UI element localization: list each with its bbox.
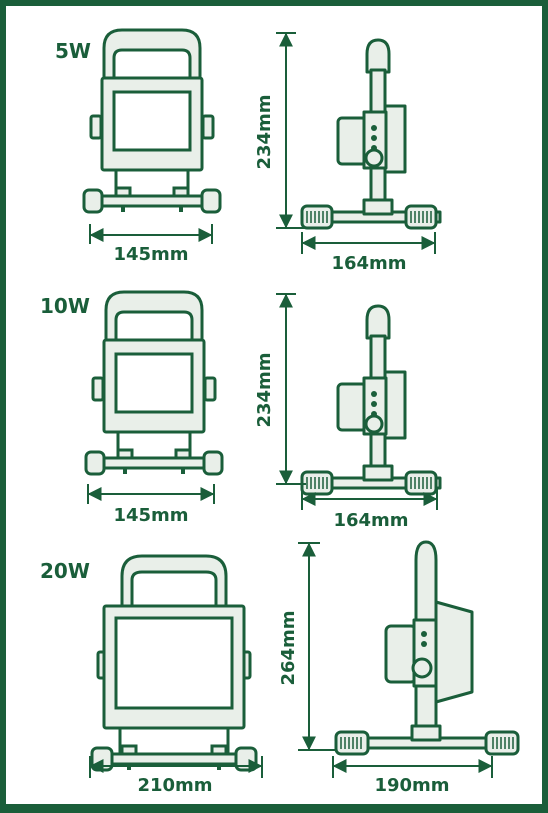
section-20w: 20W 210mm 264mm 190mm xyxy=(40,540,520,796)
depth-label-5w: 164mm xyxy=(331,253,406,274)
depth-dimension-5w xyxy=(301,232,436,254)
height-dimension-5w xyxy=(276,32,306,229)
depth-label-10w: 164mm xyxy=(333,510,408,531)
width-label-10w: 145mm xyxy=(113,505,188,526)
depth-dimension-10w xyxy=(301,488,438,510)
height-label-20w: 264mm xyxy=(278,610,299,685)
section-10w: 10W 145mm 234mm 164mm xyxy=(40,290,442,531)
width-label-20w: 210mm xyxy=(137,775,212,796)
depth-label-20w: 190mm xyxy=(374,775,449,796)
width-dimension-10w xyxy=(87,484,215,504)
width-label-5w: 145mm xyxy=(113,244,188,265)
height-label-5w: 234mm xyxy=(254,94,275,169)
model-label-5w: 5W xyxy=(55,39,91,63)
model-label-10w: 10W xyxy=(40,294,90,318)
width-dimension-20w xyxy=(89,756,263,778)
width-dimension-5w xyxy=(89,224,213,244)
height-dimension-20w xyxy=(298,542,336,751)
height-dimension-10w xyxy=(276,293,306,485)
depth-dimension-20w xyxy=(332,756,493,778)
model-label-20w: 20W xyxy=(40,559,90,583)
height-label-10w: 234mm xyxy=(254,352,275,427)
section-5w: 5W 145mm 234mm 164mm xyxy=(55,28,442,274)
